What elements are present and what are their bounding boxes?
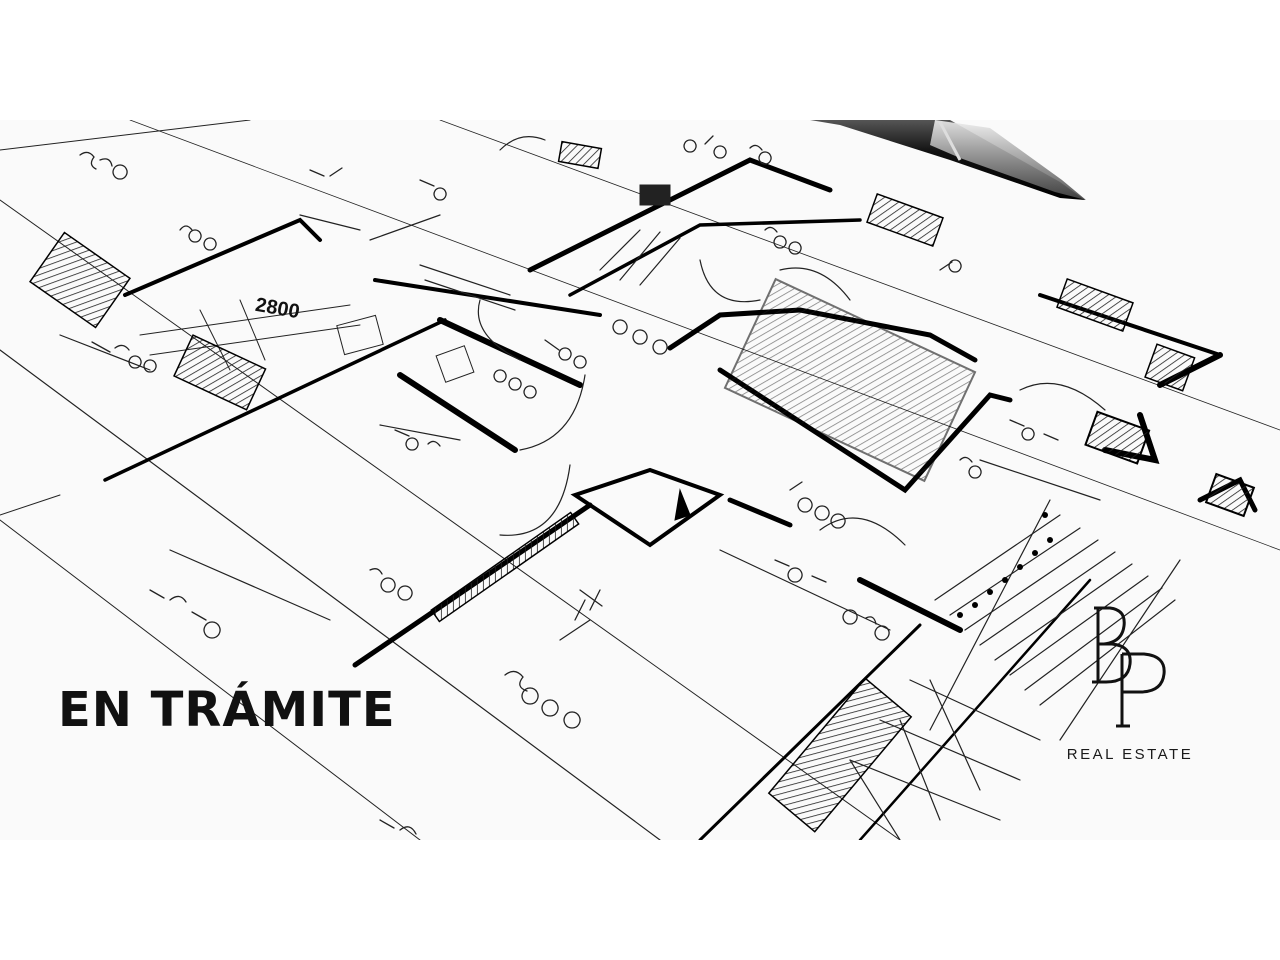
bp-real-estate-logo: REAL ESTATE <box>1046 596 1214 774</box>
floor-plan-sketch-image: 2800 <box>0 120 1280 840</box>
svg-text:2800: 2800 <box>254 294 302 323</box>
status-label: EN TRÁMITE <box>58 682 396 738</box>
pen-graphic <box>810 120 1086 200</box>
hero-banner: 2800 <box>0 120 1280 840</box>
logo-caption: REAL ESTATE <box>1066 746 1194 763</box>
bp-monogram-image <box>1092 606 1166 728</box>
